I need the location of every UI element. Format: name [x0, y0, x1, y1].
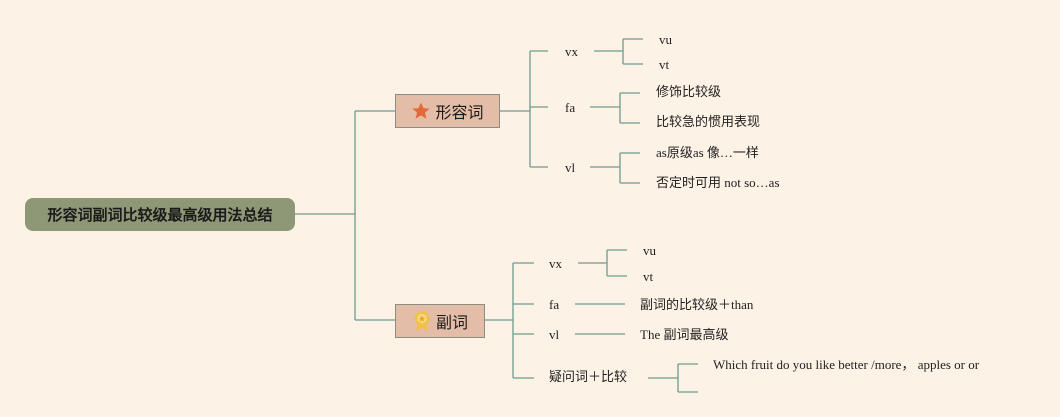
adjective-fa-child[interactable]: 比较急的惯用表现	[656, 115, 761, 130]
adjective-vl-child[interactable]: 否定时可用 not so…as	[656, 175, 780, 190]
adverb-question-child[interactable]: Which fruit do you like better /more， ap…	[713, 357, 980, 372]
root-topic[interactable]: 形容词副词比较级最高级用法总结	[25, 198, 295, 231]
medal-icon	[412, 310, 432, 332]
adjective-vx-child[interactable]: vt	[659, 57, 670, 72]
adjective-vx-child[interactable]: vu	[659, 32, 672, 47]
adverb-vl-child[interactable]: The 副词最高级	[640, 327, 729, 342]
adverb-topic[interactable]: 副词	[395, 304, 485, 338]
adjective-vx-node[interactable]: vx	[565, 44, 578, 59]
root-topic-label: 形容词副词比较级最高级用法总结	[47, 206, 273, 224]
adjective-topic-label: 形容词	[435, 103, 484, 122]
adjective-fa-child[interactable]: 修饰比较级	[656, 85, 722, 100]
adjective-vl-child[interactable]: as原级as 像…一样	[656, 145, 759, 160]
adverb-vx-node[interactable]: vx	[549, 256, 562, 271]
star-icon	[411, 101, 431, 121]
adverb-fa-child[interactable]: 副词的比较级＋than	[640, 297, 754, 312]
adverb-topic-label: 副词	[435, 313, 468, 332]
adjective-fa-node[interactable]: fa	[565, 100, 576, 115]
adjective-topic[interactable]: 形容词	[395, 94, 500, 128]
adverb-vl-node[interactable]: vl	[549, 327, 560, 342]
adverb-vx-child[interactable]: vt	[643, 269, 654, 284]
adverb-vx-child[interactable]: vu	[643, 243, 656, 258]
adjective-vl-node[interactable]: vl	[565, 160, 576, 175]
adverb-fa-node[interactable]: fa	[549, 297, 560, 312]
adverb-question-node[interactable]: 疑问词＋比较	[549, 370, 628, 385]
